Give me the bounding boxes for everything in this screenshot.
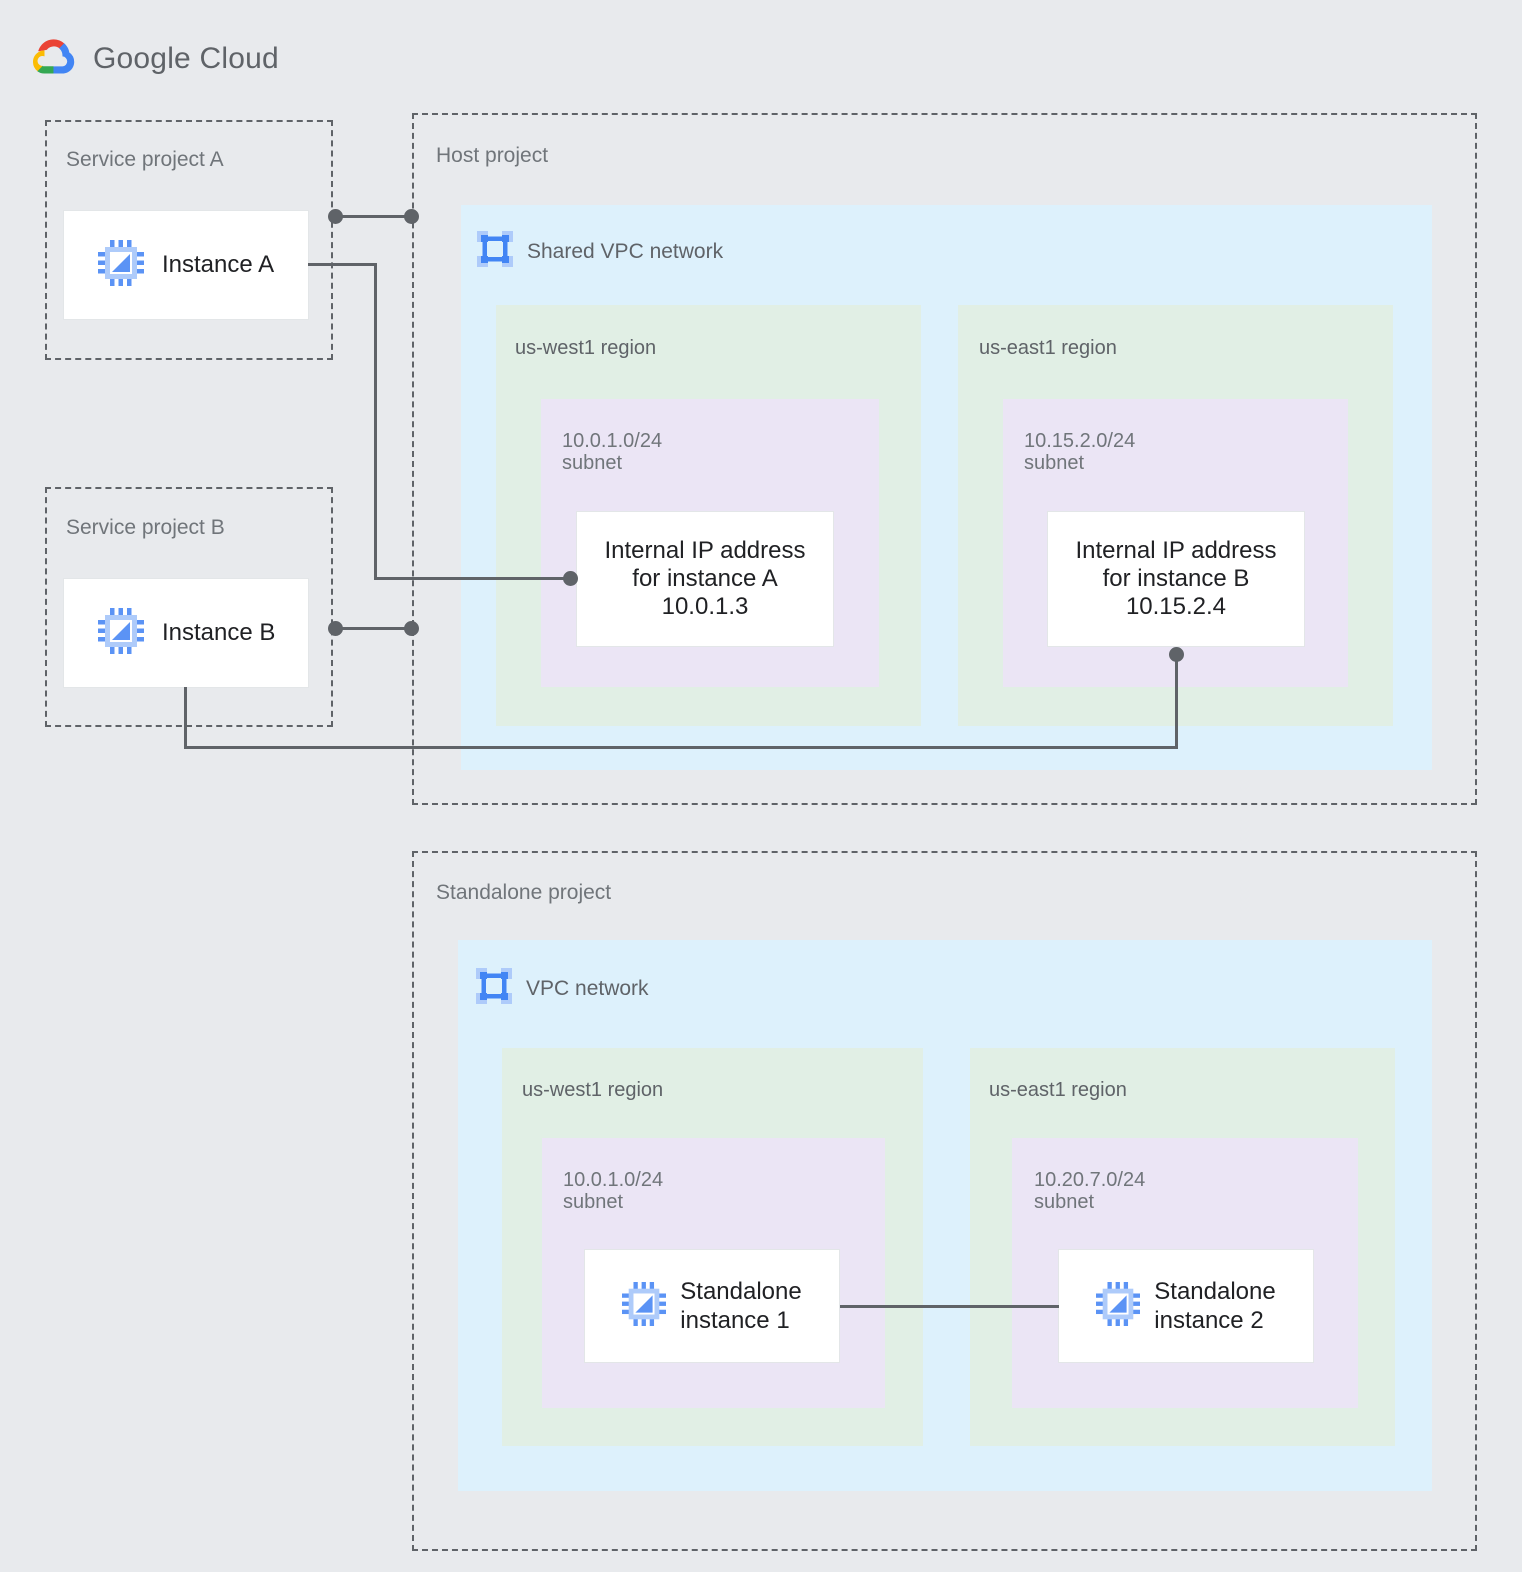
internal-ip-instance-a-card: Internal IP address for instance A 10.0.… [576, 511, 834, 647]
vpc-network-header: VPC network [476, 968, 649, 1009]
standalone-instance-2-card[interactable]: Standalone instance 2 [1058, 1249, 1314, 1363]
host-project [412, 113, 1477, 805]
connector-instance-b-segment-3 [1175, 653, 1178, 746]
standalone-instance-1-card[interactable]: Standalone instance 1 [584, 1249, 840, 1363]
connector-instance-a-segment-3 [374, 577, 572, 580]
connector-standalone-1-to-2 [840, 1305, 1059, 1308]
connector-dot-host-left-top [404, 209, 419, 224]
vpc-network-title: VPC network [526, 976, 649, 1000]
connector-instance-a-segment-1 [308, 263, 377, 266]
host-subnet-10-0-1-0-label: 10.0.1.0/24 subnet [562, 430, 663, 475]
google-cloud-logo-wrap: Google Cloud [32, 36, 279, 81]
cpu-chip-icon [98, 239, 144, 291]
connector-instance-b-segment-2 [184, 746, 1178, 749]
instance-a-label: Instance A [162, 251, 275, 279]
host-project-label: Host project [436, 144, 549, 167]
host-region-us-east1-label: us-east1 region [979, 337, 1117, 359]
service-project-b-label: Service project B [66, 516, 225, 539]
instance-b-card[interactable]: Instance B [63, 578, 309, 688]
brand-name-google: Google [93, 41, 191, 75]
standalone-subnet-10-20-7-0-label: 10.20.7.0/24 subnet [1034, 1169, 1146, 1214]
internal-ip-instance-a-text: Internal IP address for instance A 10.0.… [604, 536, 806, 621]
host-region-us-west1-label: us-west1 region [515, 337, 657, 359]
brand-name-cloud: Cloud [199, 41, 279, 75]
standalone-project-label: Standalone project [436, 881, 612, 904]
standalone-region-us-west1-label: us-west1 region [522, 1079, 664, 1101]
standalone-project [412, 851, 1477, 1551]
standalone-region-us-east1-label: us-east1 region [989, 1079, 1127, 1101]
service-project-a-label: Service project A [66, 148, 224, 171]
connector-dot-service-b [328, 621, 343, 636]
internal-ip-instance-b-card: Internal IP address for instance B 10.15… [1047, 511, 1305, 647]
cpu-chip-icon [1096, 1281, 1141, 1331]
google-cloud-logo-icon [32, 36, 79, 81]
shared-vpc-network-header: Shared VPC network [477, 231, 723, 272]
cpu-chip-icon [622, 1281, 667, 1331]
connector-service-b-to-host [336, 627, 412, 630]
connector-dot-internal-ip-b [1169, 647, 1184, 662]
host-subnet-10-15-2-0-label: 10.15.2.0/24 subnet [1024, 430, 1136, 475]
standalone-instance-2-label: Standalone instance 2 [1154, 1277, 1276, 1334]
internal-ip-instance-b-text: Internal IP address for instance B 10.15… [1075, 536, 1277, 621]
brand-name: Google Cloud [93, 42, 279, 76]
service-project-b [45, 487, 333, 727]
connector-dot-internal-ip-a [563, 571, 578, 586]
standalone-instance-1-label: Standalone instance 1 [680, 1277, 802, 1334]
service-project-a [45, 120, 333, 360]
connector-instance-a-segment-2 [374, 263, 377, 580]
connector-service-a-to-host [336, 215, 412, 218]
vpc-network-icon [477, 231, 513, 272]
connector-dot-host-left-bottom [404, 621, 419, 636]
instance-b-label: Instance B [162, 619, 276, 647]
connector-instance-b-segment-1 [184, 687, 187, 749]
connector-dot-service-a [328, 209, 343, 224]
cpu-chip-icon [98, 607, 144, 659]
standalone-subnet-10-0-1-0-label: 10.0.1.0/24 subnet [563, 1169, 664, 1214]
shared-vpc-network-title: Shared VPC network [527, 239, 724, 263]
instance-a-card[interactable]: Instance A [63, 210, 309, 320]
vpc-network-icon [476, 968, 512, 1009]
